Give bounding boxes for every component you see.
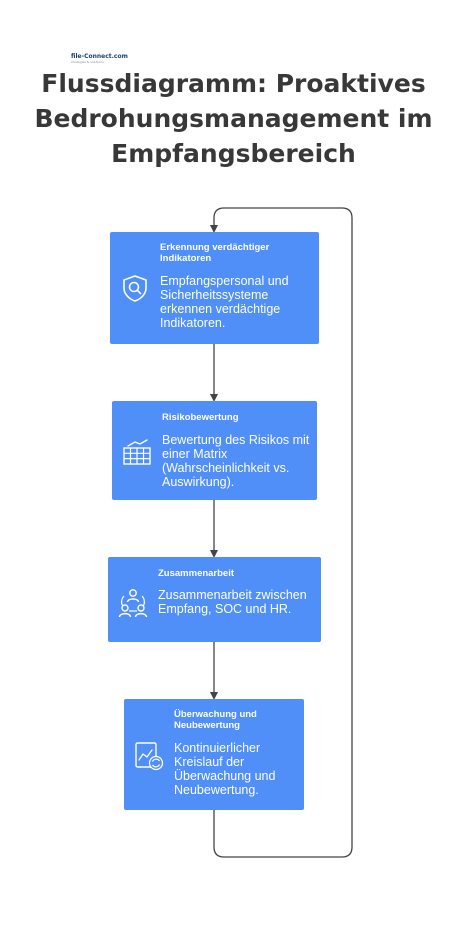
- page-title: Flussdiagramm: Proaktives Bedrohungsmana…: [34, 69, 433, 168]
- logo-text: file-Connect.com: [71, 53, 128, 60]
- shield-search-icon: [123, 275, 147, 302]
- step-title: Zusammenarbeit: [158, 568, 235, 579]
- step-description: Empfangspersonal und Sicherheitssysteme …: [160, 274, 289, 330]
- team-collaboration-icon: [118, 589, 148, 618]
- step-box-monitoring: Überwachung und Neubewertung Kontinuierl…: [124, 699, 304, 810]
- feedback-loop-arrow: [210, 207, 353, 858]
- step-description: Bewertung des Risikos mit einer Matrix (…: [162, 433, 310, 489]
- step-title: Erkennung verdächtiger Indikatoren: [160, 242, 270, 264]
- step-description: Zusammenarbeit zwischen Empfang, SOC und…: [158, 588, 307, 616]
- step-title: Überwachung und Neubewertung: [174, 709, 257, 731]
- step-title: Risikobewertung: [162, 412, 239, 423]
- risk-matrix-icon: [123, 439, 151, 465]
- step-box-risk-assessment: Risikobewertung Bewertung des Risikos mi…: [112, 401, 317, 500]
- logo-subtext: strategies & solutions: [71, 60, 104, 64]
- step-box-collaboration: Zusammenarbeit Zusammenarbeit zwischen E…: [108, 557, 321, 642]
- step-box-detection: Erkennung verdächtiger Indikatoren Empfa…: [110, 232, 319, 344]
- monitoring-cycle-icon: [135, 742, 164, 771]
- step-description: Kontinuierlicher Kreislauf der Überwachu…: [174, 741, 276, 797]
- logo: file-Connect.com strategies & solutions: [71, 53, 128, 65]
